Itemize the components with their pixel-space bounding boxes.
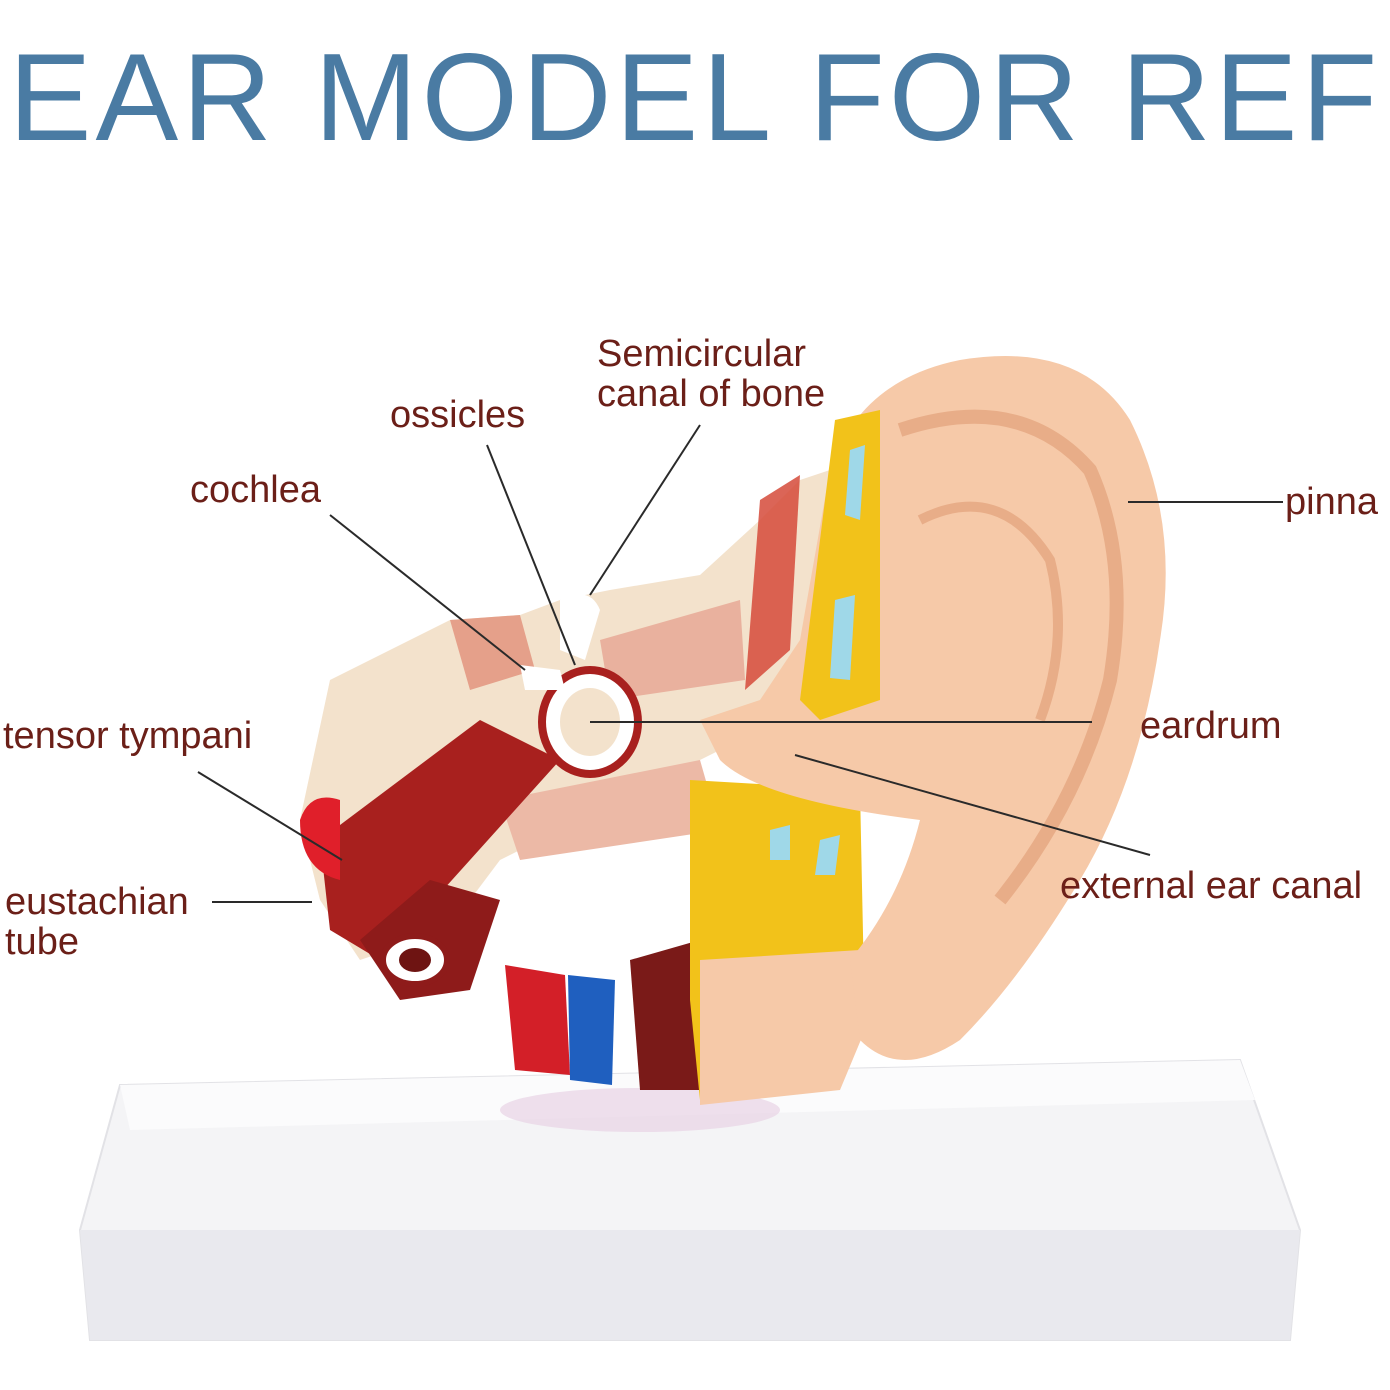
page-title: EAR MODEL FOR REF: [8, 29, 1382, 167]
leader-ossicles: [486, 444, 576, 666]
leader-semicircular: [589, 424, 701, 596]
blood-vessels: [505, 940, 700, 1090]
label-tensor-tympani: tensor tympani: [3, 715, 253, 757]
leader-lines: [197, 424, 1283, 903]
label-eardrum: eardrum: [1140, 705, 1282, 747]
label-semicircular-canal: Semicircular canal of bone: [597, 333, 826, 415]
label-pinna: pinna: [1285, 481, 1378, 523]
eardrum-ring: [520, 594, 642, 778]
leader-cochlea: [329, 514, 526, 671]
muscle-tissue: [300, 720, 560, 1000]
display-base: [78, 1058, 1302, 1341]
label-cochlea: cochlea: [190, 469, 321, 511]
label-external-ear-canal: external ear canal: [1060, 865, 1363, 907]
pinna-shape: [700, 356, 1166, 1060]
leader-tensor-tympani: [197, 771, 343, 861]
leader-external-canal: [794, 754, 1151, 856]
label-eustachian-tube: eustachian tube: [5, 881, 189, 963]
label-ossicles: ossicles: [390, 394, 526, 436]
